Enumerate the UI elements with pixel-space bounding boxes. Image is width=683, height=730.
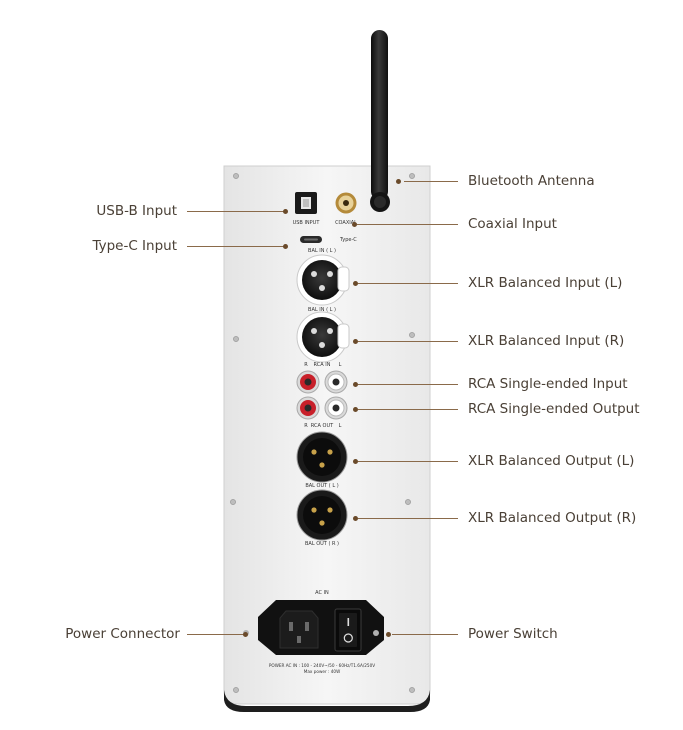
label-rca-out-r: R bbox=[304, 423, 308, 429]
power-switch-rocker bbox=[334, 608, 362, 652]
callout-coaxial-input: Coaxial Input bbox=[468, 216, 557, 232]
leader-rca-output bbox=[358, 409, 458, 410]
iec-power-connector bbox=[279, 610, 319, 649]
dot-xlr-input-l bbox=[353, 281, 358, 286]
panel-labels: USB INPUT COAXIAL Type-C BAL IN ( L ) BA… bbox=[269, 220, 375, 674]
label-power-spec: POWER AC IN : 100 - 240V~/50 - 60Hz/T1.6… bbox=[269, 663, 375, 668]
leader-xlr-output-l bbox=[358, 461, 458, 462]
dot-xlr-input-r bbox=[353, 339, 358, 344]
type-c-port bbox=[300, 236, 322, 243]
leader-xlr-input-r bbox=[358, 341, 458, 342]
callout-xlr-balanced-input-r: XLR Balanced Input (R) bbox=[468, 333, 625, 349]
callout-rca-single-ended-input: RCA Single-ended Input bbox=[468, 376, 628, 392]
leader-coaxial-input bbox=[357, 224, 458, 225]
label-rca-in-l: L bbox=[339, 362, 342, 368]
label-max-power: Max power : 40W bbox=[304, 669, 340, 674]
rca-output-l bbox=[324, 396, 348, 420]
xlr-input-l bbox=[296, 254, 350, 306]
label-bal-in-l: BAL IN ( L ) bbox=[308, 307, 336, 313]
leader-bluetooth-antenna bbox=[404, 181, 458, 182]
callout-usb-b-input: USB-B Input bbox=[96, 203, 177, 219]
leader-xlr-output-r bbox=[358, 518, 458, 519]
label-coaxial: COAXIAL bbox=[335, 220, 357, 226]
dot-xlr-output-r bbox=[353, 516, 358, 521]
dot-rca-output bbox=[353, 407, 358, 412]
dot-power-connector bbox=[243, 632, 248, 637]
callout-xlr-balanced-output-l: XLR Balanced Output (L) bbox=[468, 453, 635, 469]
callout-xlr-balanced-input-l: XLR Balanced Input (L) bbox=[468, 275, 623, 291]
callout-xlr-balanced-output-r: XLR Balanced Output (R) bbox=[468, 510, 637, 526]
bluetooth-antenna bbox=[370, 30, 390, 212]
dot-type-c-input bbox=[283, 244, 288, 249]
dot-power-switch bbox=[386, 632, 391, 637]
dot-xlr-output-l bbox=[353, 459, 358, 464]
usb-b-port bbox=[295, 192, 317, 214]
rca-input-r bbox=[296, 370, 320, 394]
dot-bluetooth-antenna bbox=[396, 179, 401, 184]
label-bal-out-l: BAL OUT ( L ) bbox=[305, 483, 338, 489]
dot-usb-b-input bbox=[283, 209, 288, 214]
label-rca-in-r: R bbox=[304, 362, 308, 368]
label-rca-out: RCA OUT bbox=[311, 423, 334, 429]
leader-type-c-input bbox=[187, 246, 285, 247]
leader-power-switch bbox=[392, 634, 458, 635]
label-bal-out-r: BAL OUT ( R ) bbox=[305, 541, 339, 547]
callout-type-c-input: Type-C Input bbox=[92, 238, 177, 254]
callout-rca-single-ended-output: RCA Single-ended Output bbox=[468, 401, 640, 417]
rca-input-l bbox=[324, 370, 348, 394]
rca-output-r bbox=[296, 396, 320, 420]
coaxial-port bbox=[335, 192, 357, 214]
label-ac-in: AC IN bbox=[315, 590, 329, 596]
label-rca-in: RCA IN bbox=[314, 362, 331, 368]
label-usb-input: USB INPUT bbox=[293, 220, 321, 226]
xlr-output-l bbox=[296, 431, 348, 483]
leader-usb-b-input bbox=[187, 211, 285, 212]
callout-bluetooth-antenna: Bluetooth Antenna bbox=[468, 173, 595, 189]
xlr-output-r bbox=[296, 489, 348, 541]
label-rca-out-l: L bbox=[339, 423, 342, 429]
dot-coaxial-input bbox=[352, 222, 357, 227]
panel-screws bbox=[230, 173, 415, 693]
callout-power-switch: Power Switch bbox=[468, 626, 558, 642]
leader-rca-input bbox=[358, 384, 458, 385]
label-type-c: Type-C bbox=[339, 237, 357, 243]
label-bal-in-top: BAL IN ( L ) bbox=[308, 248, 336, 254]
leader-power-connector bbox=[187, 634, 244, 635]
xlr-input-r bbox=[296, 311, 350, 363]
callout-power-connector: Power Connector bbox=[65, 626, 180, 642]
leader-xlr-input-l bbox=[358, 283, 458, 284]
dot-rca-input bbox=[353, 382, 358, 387]
